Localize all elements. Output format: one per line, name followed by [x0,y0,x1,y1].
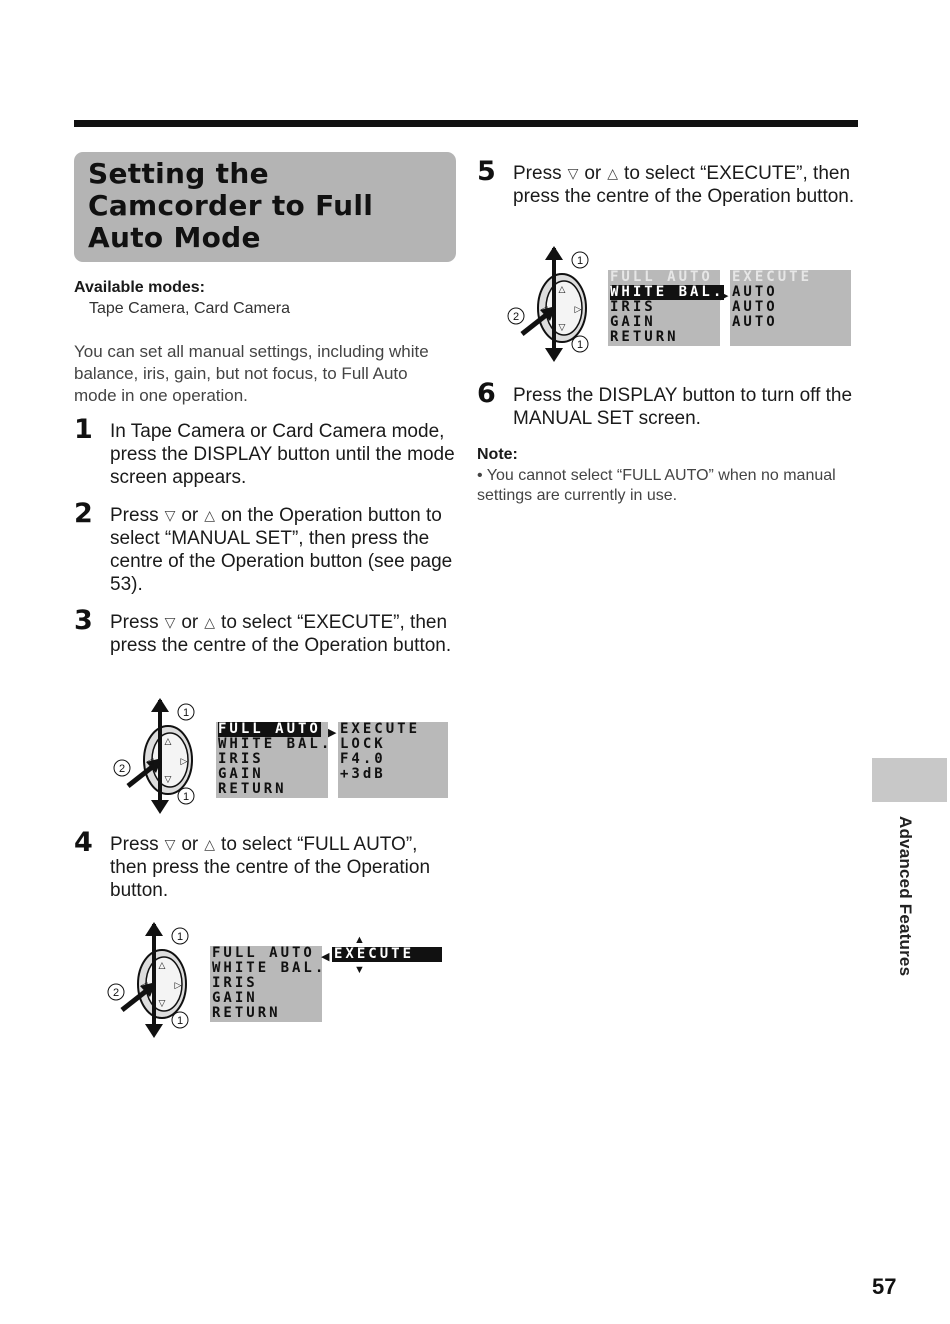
section-title-box: Setting the Camcorder to Full Auto Mode [74,152,456,262]
operation-button-icon: △ ▽ ◁ ▷ 1 2 1 [107,922,189,1038]
svg-text:△: △ [159,960,166,970]
step-text: Press▽or△to select “EXECUTE”, then press… [110,612,452,656]
svg-text:▷: ▷ [175,980,182,990]
menu-item-full-auto: FULL AUTO [218,721,321,737]
arrow-right-icon: ▶ [328,727,337,739]
step-4-diagram: △ ▽ ◁ ▷ 1 2 1 FULL AUTO WHITE BAL. IRIS … [104,922,464,1052]
svg-text:2: 2 [113,987,119,999]
available-modes-label: Available modes: [74,279,206,296]
value-iris: F4.0 [340,751,386,767]
svg-text:◁: ◁ [141,980,148,990]
menu-item-return: RETURN [610,329,679,345]
svg-text:▷: ▷ [181,756,188,766]
menu-item-white-bal: WHITE BAL. [212,960,327,976]
arrow-up-icon: ▲ [354,934,365,946]
value-iris: AUTO [732,299,778,315]
up-triangle-icon: △ [204,614,216,630]
step-text: Press the DISPLAY button to turn off the… [513,385,853,429]
menu-item-gain: GAIN [218,766,264,782]
step-number: 4 [74,827,93,858]
arrow-left-icon: ◀ [321,951,330,963]
value-execute: EXECUTE [732,269,813,285]
svg-text:▽: ▽ [165,774,172,784]
svg-text:△: △ [165,736,172,746]
svg-text:2: 2 [119,763,125,775]
step-number: 2 [74,498,93,529]
step-number: 6 [477,378,496,409]
up-triangle-icon: △ [607,165,619,181]
arrow-right-icon: ▶ [720,290,729,302]
menu-item-gain: GAIN [212,990,258,1006]
up-triangle-icon: △ [204,507,216,523]
menu-item-iris: IRIS [212,975,258,991]
svg-text:▷: ▷ [575,304,582,314]
down-triangle-icon: ▽ [567,165,579,181]
manual-set-menu: FULL AUTO WHITE BAL. IRIS GAIN RETURN [210,945,327,1022]
operation-button-icon: △ ▽ ◁ ▷ 1 2 1 [113,698,195,814]
svg-text:1: 1 [177,931,183,943]
svg-text:▽: ▽ [159,998,166,1008]
intro-paragraph: You can set all manual settings, includi… [74,342,429,405]
menu-item-full-auto: FULL AUTO [610,269,713,285]
arrow-down-icon: ▼ [354,964,365,976]
top-rule [74,120,858,127]
step-text: Press▽or△on the Operation button to sele… [110,505,453,595]
step-text: In Tape Camera or Card Camera mode, pres… [110,421,455,488]
value-menu: EXECUTE AUTO AUTO AUTO [730,270,851,346]
value-white-bal: AUTO [732,284,778,300]
menu-item-iris: IRIS [610,299,656,315]
down-triangle-icon: ▽ [164,836,176,852]
svg-text:1: 1 [577,255,583,267]
menu-item-white-bal: WHITE BAL. [610,284,725,300]
svg-text:▽: ▽ [559,322,566,332]
step-text: Press▽or△to select “EXECUTE”, then press… [513,163,855,207]
manual-set-menu: FULL AUTO WHITE BAL. IRIS GAIN RETURN [216,721,333,798]
available-modes-value: Tape Camera, Card Camera [89,300,290,317]
side-tab [872,758,947,802]
step-3-diagram: △ ▽ ◁ ▷ 1 2 1 FULL AUTO WHITE BAL. IRIS … [110,698,470,828]
page-number: 57 [872,1274,897,1299]
value-execute: EXECUTE [340,721,421,737]
up-triangle-icon: △ [204,836,216,852]
svg-text:2: 2 [513,311,519,323]
down-triangle-icon: ▽ [164,614,176,630]
operation-button-icon: △ ▽ ◁ ▷ 1 2 1 [507,246,589,362]
menu-item-full-auto: FULL AUTO [212,945,315,961]
section-title: Setting the Camcorder to Full Auto Mode [88,157,374,254]
note-label: Note: [477,446,518,463]
svg-text:1: 1 [177,1015,183,1027]
svg-text:△: △ [559,284,566,294]
svg-text:1: 1 [183,707,189,719]
value-lock: LOCK [340,736,386,752]
manual-set-menu: FULL AUTO WHITE BAL. IRIS GAIN RETURN [608,269,725,346]
step-number: 1 [74,414,93,445]
value-menu: EXECUTE LOCK F4.0 +3dB [338,722,448,798]
svg-text:◁: ◁ [147,756,154,766]
side-tab-label: Advanced Features [896,816,915,977]
step-5-diagram: △ ▽ ◁ ▷ 1 2 1 FULL AUTO WHITE BAL. IRIS … [504,246,864,376]
value-gain: +3dB [340,766,386,782]
menu-item-return: RETURN [218,781,287,797]
menu-item-white-bal: WHITE BAL. [218,736,333,752]
svg-text:1: 1 [577,339,583,351]
svg-text:1: 1 [183,791,189,803]
step-number: 3 [74,605,93,636]
execute-selected: EXECUTE [332,947,442,962]
svg-text:◁: ◁ [541,304,548,314]
step-text: Press▽or△to select “FULL AUTO”, then pre… [110,834,431,901]
value-gain: AUTO [732,314,778,330]
menu-item-return: RETURN [212,1005,281,1021]
menu-item-iris: IRIS [218,751,264,767]
step-number: 5 [477,156,496,187]
note-text: • You cannot select “FULL AUTO” when no … [477,467,836,504]
menu-item-gain: GAIN [610,314,656,330]
down-triangle-icon: ▽ [164,507,176,523]
